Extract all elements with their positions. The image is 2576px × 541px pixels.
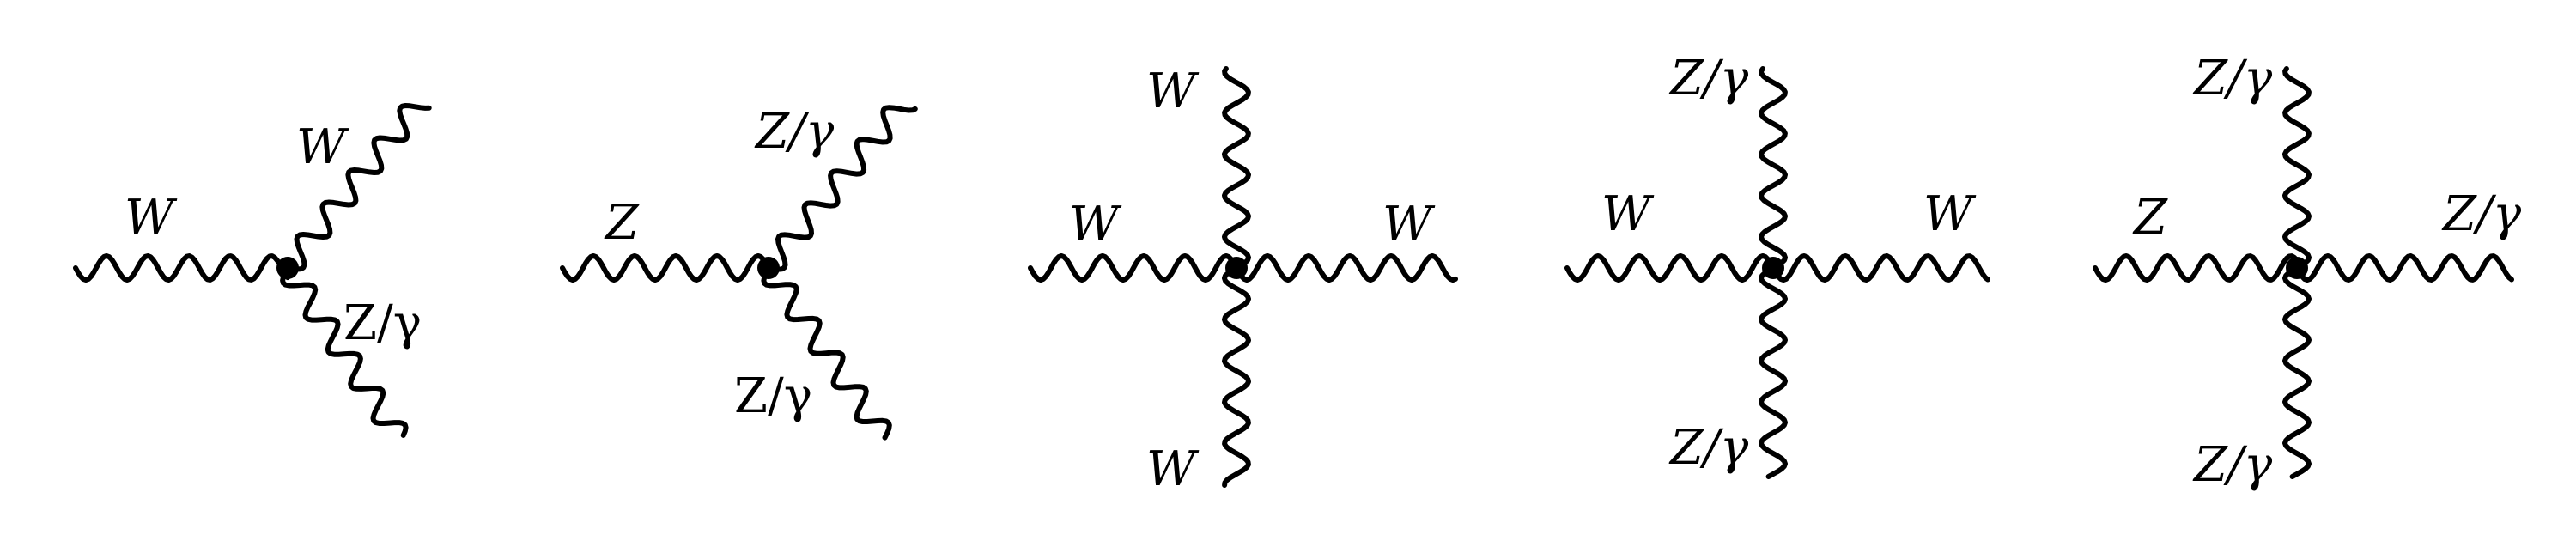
- diagram-3-label-right: W: [1382, 197, 1436, 252]
- diagram-2-upper-line: [766, 105, 918, 272]
- diagram-5-vertex: [2286, 257, 2308, 279]
- diagram-1-label-incoming: W: [125, 190, 178, 246]
- diagram-1-vertex: [276, 257, 299, 279]
- diagram-4-bottom-line: [1759, 265, 1788, 479]
- diagram-5-right-line: [2294, 253, 2514, 283]
- diagram-4-label-bottom: Z/γ: [1668, 420, 1749, 476]
- diagram-1-upper-line: [285, 103, 432, 272]
- diagram-2-lower-line: [761, 265, 892, 441]
- diagram-4-top-line: [1759, 66, 1788, 270]
- diagram-5-bottom-line: [2282, 265, 2312, 479]
- diagram-3-right-line: [1234, 253, 1458, 283]
- diagram-3-left-line: [1028, 253, 1239, 283]
- diagram-1-triple-vertex: W W Z/γ: [73, 103, 432, 438]
- diagram-3-bottom-line: [1222, 265, 1251, 488]
- diagram-5-top-line: [2282, 66, 2312, 270]
- diagram-4-vertex: [1762, 257, 1784, 279]
- diagram-4-quartic-vertex: Z/γ W W Z/γ: [1564, 51, 1990, 479]
- diagram-3-label-left: W: [1069, 197, 1122, 252]
- diagram-3-vertex: [1225, 257, 1248, 279]
- diagram-4-left-line: [1564, 253, 1776, 283]
- diagram-1-incoming-line: [73, 253, 290, 283]
- diagram-5-label-top: Z/γ: [2192, 51, 2273, 106]
- diagram-3-label-top: W: [1146, 64, 1200, 119]
- diagram-5-label-left: Z: [2132, 190, 2168, 246]
- diagram-2-incoming-line: [560, 253, 771, 283]
- diagram-5-label-right: Z/γ: [2441, 186, 2522, 242]
- diagram-4-label-left: W: [1601, 186, 1655, 242]
- diagram-2-triple-vertex: Z Z/γ Z/γ: [560, 104, 918, 441]
- diagram-2-label-incoming: Z: [604, 195, 640, 251]
- diagram-4-right-line: [1771, 253, 1990, 283]
- diagram-4-label-right: W: [1923, 186, 1977, 242]
- diagram-2-label-upper: Z/γ: [754, 104, 835, 160]
- diagram-4-label-top: Z/γ: [1668, 51, 1749, 106]
- diagram-2-label-lower: Z/γ: [734, 368, 812, 424]
- diagram-1-label-lower: Z/γ: [343, 295, 422, 351]
- diagram-2-vertex: [757, 257, 780, 279]
- diagram-1-lower-line: [280, 265, 409, 438]
- diagram-5-quartic-vertex: Z/γ Z Z/γ Z/γ: [2093, 51, 2522, 493]
- diagram-5-label-bottom: Z/γ: [2192, 437, 2273, 493]
- diagram-3-top-line: [1222, 66, 1251, 270]
- diagram-5-left-line: [2093, 253, 2300, 283]
- diagram-1-label-upper: W: [296, 119, 349, 175]
- diagram-3-quartic-vertex: W W W W: [1028, 64, 1458, 497]
- diagram-3-label-bottom: W: [1146, 441, 1200, 497]
